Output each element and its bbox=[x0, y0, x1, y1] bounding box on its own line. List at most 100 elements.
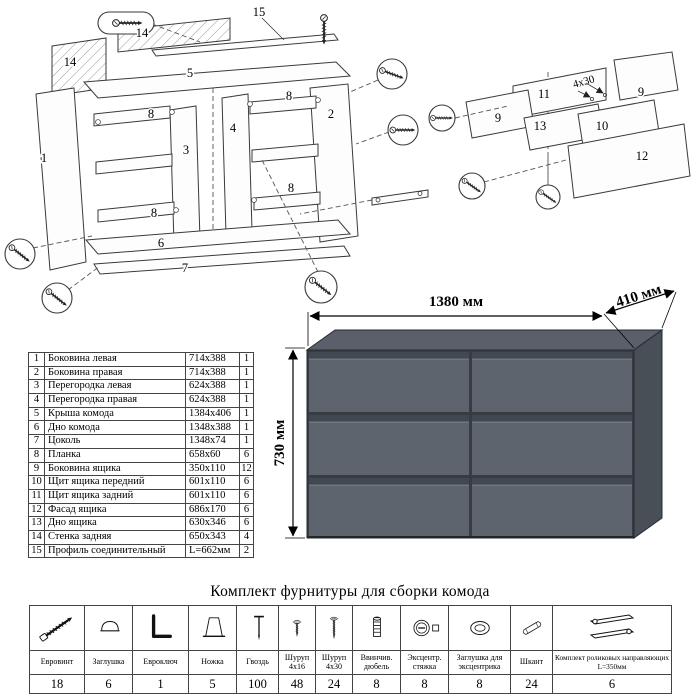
leader-line bbox=[32, 235, 93, 249]
part-size: 350x110 bbox=[185, 461, 240, 477]
part-size: 658x60 bbox=[185, 447, 240, 463]
hardware-name: Заглушка для эксцентрика bbox=[448, 650, 511, 675]
part-qty: 6 bbox=[239, 516, 254, 531]
exploded-view-cabinet: 15 14 14 5 1 2 3 4 8 8 8 8 6 7 bbox=[4, 4, 429, 314]
part-number: 9 bbox=[28, 461, 45, 477]
part-qty: 6 bbox=[239, 475, 254, 490]
drawer-side-right bbox=[613, 51, 679, 101]
part-size: 1384x406 bbox=[185, 406, 240, 422]
part-label-8: 8 bbox=[148, 107, 154, 121]
drawer-facade bbox=[567, 123, 691, 199]
hardware-qty: 5 bbox=[188, 674, 237, 694]
part-size: 714x388 bbox=[185, 365, 240, 381]
leader-line bbox=[261, 17, 285, 41]
part-name: Боковина левая bbox=[44, 352, 186, 367]
hardware-qty: 100 bbox=[236, 674, 279, 694]
hex-key-icon bbox=[151, 614, 172, 638]
hardware-qty: 8 bbox=[400, 674, 449, 694]
part-size: 1348x388 bbox=[185, 420, 240, 436]
hardware-qty: 1 bbox=[132, 674, 189, 694]
leader-arrow bbox=[585, 82, 604, 94]
hardware-qty: 18 bbox=[29, 674, 85, 694]
part-name: Стенка задняя bbox=[44, 529, 186, 545]
part-size: 624x388 bbox=[185, 393, 240, 408]
drawer-front bbox=[472, 352, 632, 412]
hardware-table: Евровинт Заглушка Евроключ Ножка Гвоздь … bbox=[29, 605, 672, 694]
part-label-9: 9 bbox=[638, 85, 644, 99]
part-name: Планка bbox=[44, 447, 186, 463]
extension-line bbox=[661, 291, 677, 329]
depth-dimension-label: 410 мм bbox=[614, 286, 663, 311]
partition-left bbox=[169, 105, 201, 245]
screw-hole-mark bbox=[602, 93, 607, 98]
part-label-14: 14 bbox=[64, 55, 77, 69]
confirmat-screw-icon bbox=[39, 617, 73, 642]
drawer-front bbox=[309, 352, 469, 412]
part-label-8: 8 bbox=[286, 89, 292, 103]
part-label-7: 7 bbox=[182, 261, 188, 275]
hardware-name: Гвоздь bbox=[236, 650, 279, 675]
leader-line bbox=[299, 199, 373, 215]
plank bbox=[249, 95, 317, 115]
part-size: L=662мм bbox=[185, 543, 240, 559]
hardware-qty: 24 bbox=[315, 674, 353, 694]
leader-arrow bbox=[577, 90, 591, 98]
part-qty: 12 bbox=[239, 461, 254, 477]
part-label-11: 11 bbox=[538, 87, 550, 101]
hardware-name: Эксцентр. стяжка bbox=[400, 650, 449, 675]
part-name: Фасад ящика bbox=[44, 502, 186, 518]
part-label-14: 14 bbox=[136, 26, 149, 40]
part-name: Щит ящика передний bbox=[44, 475, 186, 490]
part-size: 1348x74 bbox=[185, 434, 240, 449]
plinth bbox=[93, 245, 351, 275]
cap-plug-icon bbox=[100, 621, 120, 632]
hardware-name: Ввинчив. дюбель bbox=[352, 650, 401, 675]
part-name: Боковина правая bbox=[44, 365, 186, 381]
drawer-front bbox=[472, 478, 632, 536]
hardware-name: Ножка bbox=[188, 650, 237, 675]
part-number: 10 bbox=[28, 475, 45, 490]
hardware-names-row: Евровинт Заглушка Евроключ Ножка Гвоздь … bbox=[29, 650, 672, 675]
width-dimension-label: 1380 мм bbox=[429, 294, 483, 310]
part-label-8: 8 bbox=[288, 181, 294, 195]
part-name: Дно ящика bbox=[44, 516, 186, 531]
part-qty: 1 bbox=[239, 420, 254, 436]
part-name: Дно комода bbox=[44, 420, 186, 436]
extension-line bbox=[603, 313, 635, 349]
plank bbox=[93, 105, 171, 127]
bottom-panel bbox=[84, 219, 352, 255]
part-qty: 1 bbox=[239, 379, 254, 395]
back-panel-top bbox=[117, 17, 231, 53]
screw-position-marks bbox=[95, 97, 321, 213]
right-side-panel bbox=[309, 83, 359, 243]
hardware-name: Шуруп 4x30 bbox=[315, 650, 353, 675]
hardware-name: Комплект роликовых направляющих L=350мм bbox=[552, 650, 672, 675]
hardware-qty: 8 bbox=[448, 674, 511, 694]
hardware-qty-row: 18 6 1 5 100 48 24 8 8 8 24 6 bbox=[29, 674, 672, 694]
part-label-9: 9 bbox=[495, 111, 501, 125]
part-name: Щит ящика задний bbox=[44, 488, 186, 504]
partition-right bbox=[221, 93, 253, 235]
part-label-6: 6 bbox=[158, 236, 164, 250]
part-name: Цоколь bbox=[44, 434, 186, 449]
part-size: 601x110 bbox=[185, 488, 240, 504]
part-size: 686x170 bbox=[185, 502, 240, 518]
part-label-13: 13 bbox=[534, 119, 547, 133]
chest-top-face bbox=[305, 329, 664, 351]
chest-of-drawers bbox=[305, 329, 664, 539]
hardware-icons-row bbox=[29, 605, 672, 651]
leader-line bbox=[261, 159, 319, 273]
hardware-qty: 48 bbox=[278, 674, 316, 694]
part-size: 630x346 bbox=[185, 516, 240, 531]
screw-4x16-icon bbox=[293, 620, 301, 637]
